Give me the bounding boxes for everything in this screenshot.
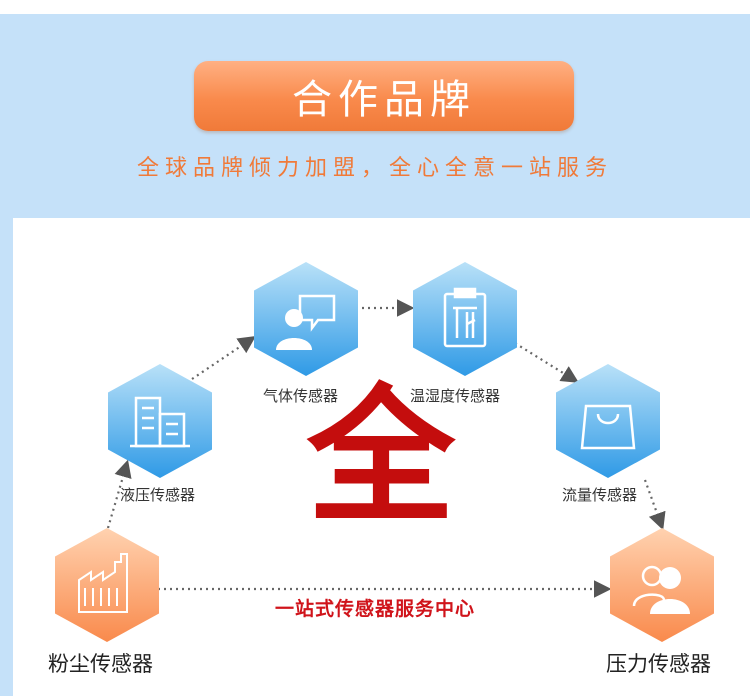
node-dust-sensor[interactable] <box>55 528 159 642</box>
arrow-hydraulic-to-gas <box>191 336 256 380</box>
label-hydraulic-sensor: 液压传感器 <box>120 486 196 504</box>
node-gas-sensor[interactable] <box>254 262 358 376</box>
label-gas-sensor: 气体传感器 <box>263 387 339 405</box>
arrow-humidity-to-flow <box>509 339 579 383</box>
clipboard-icon <box>443 287 487 348</box>
page-title: 合作品牌 <box>292 77 476 123</box>
label-flow-sensor: 流量传感器 <box>562 486 638 504</box>
shopping-bag-icon <box>580 404 636 450</box>
arrow-flow-to-pressure <box>643 479 666 531</box>
label-humidity-sensor: 温湿度传感器 <box>410 387 501 405</box>
node-humidity-sensor[interactable] <box>413 262 517 376</box>
chat-user-icon <box>276 294 336 350</box>
page-subtitle: 全球品牌倾力加盟，全心全意一站服务 <box>136 156 613 181</box>
center-character: 全 <box>307 369 455 543</box>
factory-icon <box>78 553 128 613</box>
users-icon <box>632 565 690 614</box>
node-flow-sensor[interactable] <box>556 364 660 478</box>
title-banner: 合作品牌 <box>194 61 574 131</box>
node-pressure-sensor[interactable] <box>610 528 714 642</box>
label-pressure-sensor: 压力传感器 <box>606 652 711 676</box>
top-white-band <box>0 0 750 14</box>
center-caption: 一站式传感器服务中心 <box>274 598 475 620</box>
node-hydraulic-sensor[interactable] <box>108 364 212 478</box>
building-icon <box>130 396 190 448</box>
label-dust-sensor: 粉尘传感器 <box>48 652 153 676</box>
